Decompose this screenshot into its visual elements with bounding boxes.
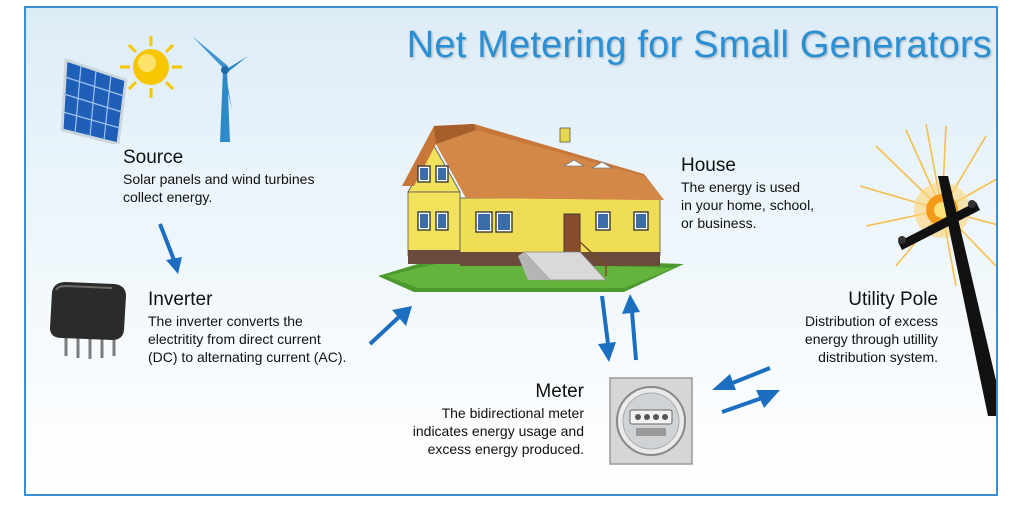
utility-pole-icon [859,123,996,416]
house-desc-line-3: or business. [681,215,757,231]
utility-pole-desc-line-2: energy through utillity [804,331,938,347]
inverter-icon [50,282,126,359]
solar-panel-icon [60,36,182,144]
inverter-desc-line-2: electritity from direct current [148,331,321,347]
wind-turbine-icon [192,36,248,142]
meter-desc-line-1: The bidirectional meter [441,405,584,421]
arrow-meter-to-house [622,294,640,361]
inverter-label: Inverter The inverter converts the elect… [148,288,346,366]
diagram-frame: Net Metering for Small Generators [24,6,998,496]
page-title: Net Metering for Small Generators [406,24,992,66]
utility-pole-label: Utility Pole Distribution of excess ener… [805,288,938,366]
arrow-pole-to-meter [712,366,771,390]
meter-heading: Meter [535,381,584,402]
source-label: Source Solar panels and wind turbines co… [123,146,314,206]
electric-meter-icon [609,377,693,465]
source-heading: Source [123,147,184,168]
arrow-house-to-meter [598,295,616,362]
meter-label: Meter The bidirectional meter indicates … [388,380,584,458]
meter-desc-line-3: excess energy produced. [427,441,584,457]
inverter-desc-line-3: (DC) to alternating current (AC). [148,349,347,365]
house-desc-line-2: in your home, school, [681,197,815,213]
meter-desc-line-2: indicates energy usage and [412,423,584,439]
source-desc-line-2: collect energy. [123,189,213,205]
house-label: House The energy is used in your home, s… [681,154,814,232]
sun-icon [120,36,182,98]
utility-pole-heading: Utility Pole [848,289,938,310]
arrow-inverter-to-house [368,306,412,346]
inverter-desc-line-1: The inverter converts the [148,313,303,329]
arrow-source-to-inverter [158,223,182,274]
inverter-heading: Inverter [148,289,213,310]
utility-pole-desc-line-3: distribution system. [818,349,938,365]
house-icon [378,124,684,292]
arrow-meter-to-pole [721,390,780,414]
utility-pole-desc-line-1: Distribution of excess [804,313,938,329]
source-desc-line-1: Solar panels and wind turbines [123,171,315,187]
house-heading: House [681,155,736,176]
house-desc-line-1: The energy is used [681,179,801,195]
